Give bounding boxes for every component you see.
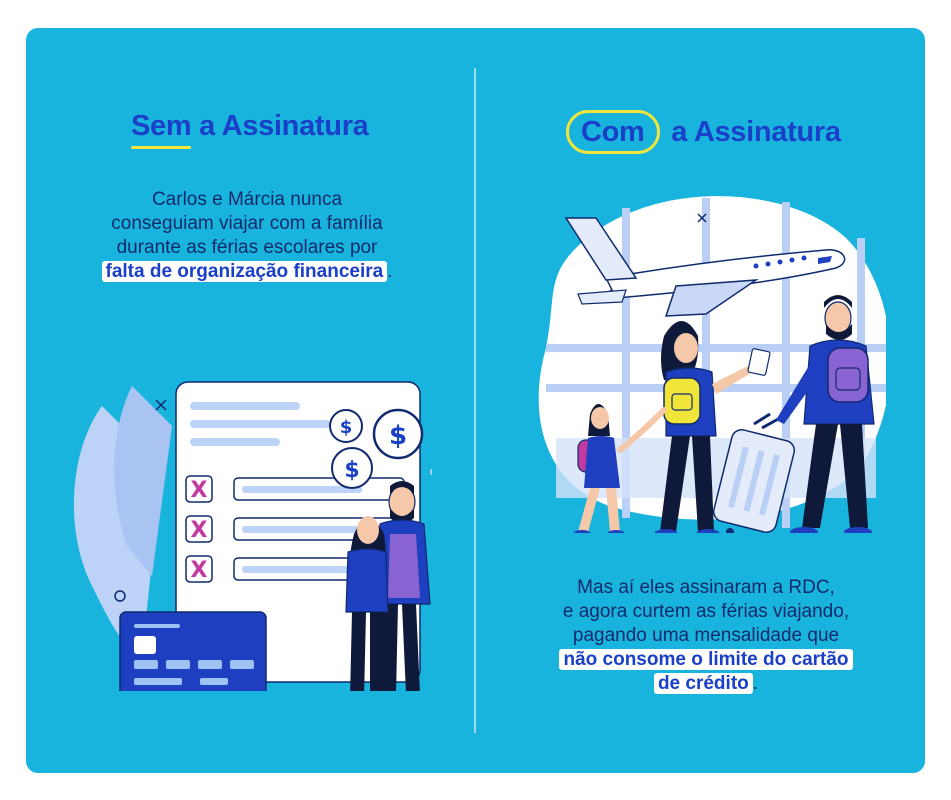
right-text-line3: pagando uma mensalidade que: [572, 625, 840, 646]
checklist-row: X: [185, 475, 405, 503]
right-paragraph: Mas aí eles assinaram a RDC, e agora cur…: [516, 576, 896, 696]
backpack-icon: [663, 377, 701, 425]
small-ring: [114, 590, 126, 602]
right-text-line1: Mas aí eles assinaram a RDC,: [577, 577, 835, 598]
svg-text:$: $: [389, 421, 407, 451]
left-text-line2: conseguiam viajar com a família: [111, 213, 383, 234]
airplane-icon: [564, 217, 846, 317]
backpack-icon: [827, 347, 869, 403]
man-figure: [776, 295, 875, 533]
right-heading-accent: Com: [566, 110, 660, 154]
right-heading-rest: a Assinatura: [663, 116, 841, 148]
left-text-after: .: [387, 261, 393, 282]
infographic-card: Sem a Assinatura Com a Assinatura Carlos…: [26, 28, 925, 773]
sparkle-icon: [155, 399, 167, 411]
x-mark-icon: X: [191, 518, 208, 543]
right-illustration: [538, 196, 886, 533]
left-text-line1: Carlos e Márcia nunca: [151, 189, 343, 210]
right-heading: Com a Assinatura: [566, 110, 841, 154]
right-text-highlight1: não consome o limite do cartão: [559, 649, 853, 670]
plant-leaves-2: [114, 386, 172, 576]
right-text-after: .: [752, 673, 759, 694]
dollar-coin-icon: $: [331, 447, 373, 489]
small-dot: [430, 468, 432, 476]
left-text-highlight: falta de organização financeira: [101, 261, 388, 282]
right-text-line2: e agora curtem as férias viajando,: [562, 601, 850, 622]
woman-figure: [617, 321, 771, 533]
left-heading-rest: a Assinatura: [191, 110, 369, 142]
dollar-coin-icon: $: [372, 408, 424, 460]
couple-figure: [345, 481, 431, 691]
credit-card-icon: [119, 611, 267, 691]
x-mark-icon: X: [191, 478, 208, 503]
left-illustration: X X X $ $ $: [73, 381, 432, 691]
checklist-row: X: [185, 515, 405, 543]
left-heading-accent: Sem: [131, 110, 192, 149]
svg-text:$: $: [340, 417, 353, 438]
left-text-line3: durante as férias escolares por: [116, 237, 378, 258]
left-paragraph: Carlos e Márcia nunca conseguiam viajar …: [72, 188, 422, 284]
svg-text:$: $: [344, 458, 359, 483]
suitcase-icon: [712, 412, 796, 533]
left-heading: Sem a Assinatura: [131, 110, 369, 149]
right-text-highlight2: de crédito: [653, 673, 753, 694]
dollar-coin-icon: $: [329, 409, 363, 443]
x-mark-icon: X: [191, 558, 208, 583]
column-divider: [474, 68, 476, 733]
child-figure: [573, 404, 625, 533]
